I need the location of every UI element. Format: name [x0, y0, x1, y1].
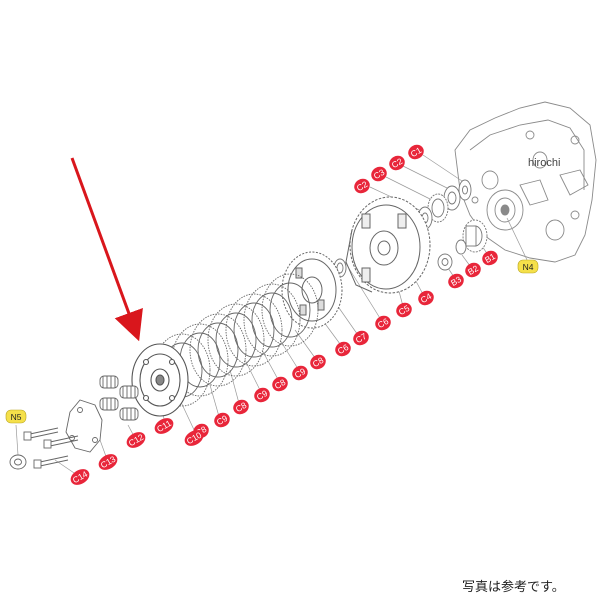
clutch-plates [153, 273, 319, 407]
svg-text:C8: C8 [234, 400, 249, 414]
pressure-plate [131, 343, 189, 417]
callout-b3: B3 [448, 273, 464, 289]
svg-text:C8: C8 [273, 377, 288, 391]
callout-c8: C8 [233, 399, 249, 415]
svg-text:C3: C3 [372, 167, 387, 181]
callout-c2: C2 [354, 178, 370, 194]
callout-c8: C8 [310, 354, 326, 370]
primary-gear [437, 219, 488, 271]
callout-c14: C14 [70, 469, 89, 485]
callout-c2: C2 [389, 155, 405, 171]
callout-b2: B2 [465, 262, 481, 278]
svg-text:C2: C2 [355, 179, 370, 193]
svg-text:C9: C9 [215, 413, 230, 427]
svg-text:B3: B3 [449, 274, 463, 288]
clutch-basket [345, 196, 431, 294]
svg-text:C7: C7 [354, 331, 369, 345]
lock-nut [9, 454, 27, 470]
bearing-parts [417, 179, 472, 230]
reference-note: 写真は参考です。 [462, 580, 565, 595]
callout-c8: C8 [272, 376, 288, 392]
clutch-hub [281, 251, 343, 329]
spring-retainer [65, 399, 103, 453]
watermark-text: hirochi [528, 157, 561, 169]
callout-c4: C4 [418, 290, 434, 306]
callout-c9: C9 [292, 365, 308, 381]
clutch-springs [99, 375, 139, 421]
callout-c13: C13 [98, 454, 117, 470]
svg-text:C2: C2 [390, 156, 405, 170]
svg-text:B2: B2 [466, 263, 480, 277]
callout-c1: C1 [408, 144, 424, 160]
callout-c7: C7 [353, 330, 369, 346]
svg-text:C9: C9 [293, 366, 308, 380]
callout-c5: C5 [396, 302, 412, 318]
callout-c10: C10 [184, 430, 203, 446]
callout-c3: C3 [371, 166, 387, 182]
pointer-arrow [70, 157, 143, 342]
svg-text:C6: C6 [376, 316, 391, 330]
callout-c9: C9 [254, 387, 270, 403]
svg-text:C6: C6 [336, 342, 351, 356]
callout-c6: C6 [375, 315, 391, 331]
svg-text:C4: C4 [419, 291, 434, 305]
svg-text:B1: B1 [483, 251, 497, 265]
svg-text:C8: C8 [311, 355, 326, 369]
callout-n4: N4 [517, 259, 539, 274]
svg-text:C5: C5 [397, 303, 412, 317]
callout-c12: C12 [126, 432, 145, 448]
svg-text:N5: N5 [11, 412, 22, 422]
clutch-bolts [23, 427, 79, 469]
svg-text:C9: C9 [255, 388, 270, 402]
callout-c9: C9 [214, 412, 230, 428]
callout-c6: C6 [335, 341, 351, 357]
callout-b1: B1 [482, 250, 498, 266]
svg-text:N4: N4 [523, 262, 534, 272]
callout-n5: N5 [5, 409, 27, 424]
callout-c11: C11 [154, 418, 174, 434]
svg-text:C1: C1 [409, 145, 424, 159]
